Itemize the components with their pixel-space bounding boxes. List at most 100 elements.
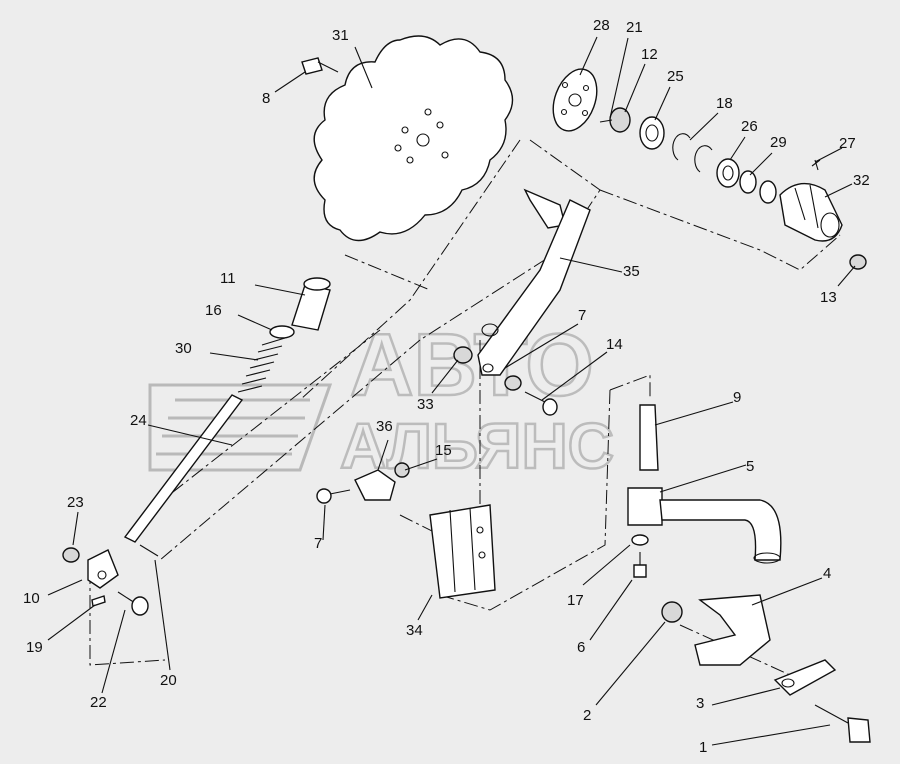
callout-label-21: 21 — [626, 19, 643, 36]
callout-label-26: 26 — [741, 118, 758, 135]
callout-label-25: 25 — [667, 68, 684, 85]
flange-part-28 — [552, 68, 598, 132]
callout-label-32: 32 — [853, 172, 870, 189]
leader-line-36 — [377, 439, 389, 471]
bolt-part-6 — [633, 552, 647, 578]
bolt-part-1 — [814, 704, 871, 743]
leader-line-12 — [624, 63, 646, 113]
pin-part-19 — [91, 595, 106, 607]
leader-line-32 — [824, 183, 853, 198]
callout-label-9: 9 — [733, 389, 741, 406]
leader-line-29 — [749, 152, 773, 176]
arm-part-35 — [477, 188, 591, 376]
pin-part-33 — [639, 404, 659, 471]
washer-part-17 — [631, 534, 649, 546]
callout-label-7: 7 — [314, 535, 322, 552]
watermark-logo: АВТО АЛЬЯНС — [148, 314, 615, 483]
callout-label-36: 36 — [376, 418, 393, 435]
nut-part-2 — [661, 601, 683, 623]
leader-line-23 — [72, 511, 79, 546]
leader-line-18 — [689, 112, 719, 141]
callout-label-28: 28 — [593, 17, 610, 34]
bracket-part-34 — [429, 504, 496, 599]
leader-line-15 — [404, 458, 438, 471]
callout-label-34: 34 — [406, 622, 423, 639]
clamp-part-36 — [354, 469, 396, 501]
washers-part-29 — [739, 170, 777, 204]
leader-line-34 — [417, 594, 433, 621]
callout-label-19: 19 — [26, 639, 43, 656]
leader-line-24 — [147, 424, 233, 446]
callout-label-17: 17 — [567, 592, 584, 609]
leader-line-28 — [579, 36, 598, 76]
elbow-part-5 — [627, 487, 782, 564]
callout-label-24: 24 — [130, 412, 147, 429]
callout-label-13: 13 — [820, 289, 837, 306]
leader-line-1 — [711, 724, 831, 746]
leader-line-7 — [504, 323, 579, 369]
leader-line-16 — [237, 314, 273, 331]
callout-label-1: 1 — [699, 739, 707, 756]
callout-label-3: 3 — [696, 695, 704, 712]
leader-line-14 — [541, 351, 608, 401]
plate-part-3 — [773, 659, 837, 696]
callout-label-8: 8 — [262, 90, 270, 107]
callout-label-6: 6 — [577, 639, 585, 656]
nut-part-12 — [599, 107, 631, 133]
leader-line-4 — [751, 577, 823, 606]
pin-part-22 — [117, 591, 149, 616]
bearing-part-25 — [639, 116, 665, 150]
leader-line-26 — [729, 136, 746, 161]
leader-line-8 — [274, 71, 306, 93]
leader-line-21 — [609, 37, 629, 119]
leader-line-35 — [559, 257, 623, 273]
callout-label-22: 22 — [90, 694, 107, 711]
bolt-part-8 — [301, 57, 339, 75]
spring-part-30 — [237, 337, 286, 393]
bearing-part-26 — [716, 158, 740, 188]
callout-label-27: 27 — [839, 135, 856, 152]
leader-line-9 — [654, 401, 734, 426]
leader-line-25 — [654, 86, 671, 121]
callout-label-12: 12 — [641, 46, 658, 63]
callout-label-20: 20 — [160, 672, 177, 689]
leader-line-13 — [837, 265, 856, 287]
clevis-part-10 — [87, 549, 119, 589]
nut-part-15 — [394, 462, 410, 478]
leader-line-20 — [154, 559, 171, 671]
leader-line-6 — [589, 579, 633, 641]
bolt-part-7-lower — [316, 488, 351, 504]
leader-line-31 — [354, 46, 373, 89]
callout-label-15: 15 — [435, 442, 452, 459]
cap-part-23 — [62, 547, 80, 563]
callout-label-29: 29 — [770, 134, 787, 151]
cotter-part-20 — [139, 544, 159, 557]
callout-label-7: 7 — [578, 307, 586, 324]
watermark-line2: АЛЬЯНС — [340, 410, 614, 482]
washer-part-16 — [269, 325, 295, 339]
nut-part-13 — [849, 254, 867, 270]
callout-label-33: 33 — [417, 396, 434, 413]
leader-line-11 — [254, 284, 306, 296]
leader-line-17 — [582, 544, 631, 586]
callout-label-30: 30 — [175, 340, 192, 357]
leader-line-5 — [659, 464, 747, 493]
leader-line-19 — [47, 604, 96, 641]
callout-label-31: 31 — [332, 27, 349, 44]
callout-label-23: 23 — [67, 494, 84, 511]
leader-line-10 — [47, 579, 83, 596]
rod-part-9 — [123, 394, 244, 543]
callout-label-16: 16 — [205, 302, 222, 319]
bushing-part-24 — [504, 375, 522, 391]
leader-line-22 — [101, 609, 126, 694]
hub-cap-part-32 — [779, 182, 843, 242]
leader-line-30 — [209, 352, 259, 361]
leader-line-2 — [595, 621, 666, 706]
leader-line-33 — [431, 359, 459, 394]
callout-label-18: 18 — [716, 95, 733, 112]
bolt-part-7-upper — [524, 391, 558, 416]
callout-label-35: 35 — [623, 263, 640, 280]
